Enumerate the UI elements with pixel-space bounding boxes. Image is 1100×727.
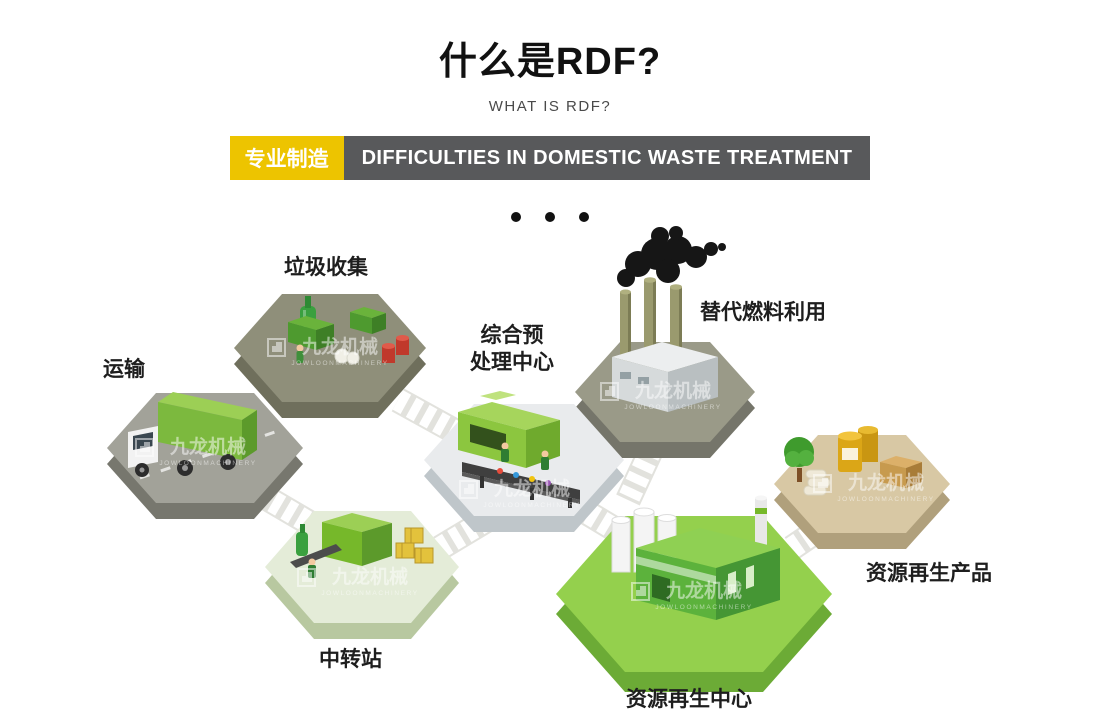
smoke-icon xyxy=(617,226,726,287)
platform-products xyxy=(774,426,950,549)
banner-badge: 专业制造 xyxy=(229,136,344,180)
platform-collection xyxy=(234,294,426,418)
red-barrel-icon xyxy=(382,335,409,363)
worker-figure-icon xyxy=(501,442,549,470)
platform-transport xyxy=(107,392,303,519)
separator-dots xyxy=(0,212,1100,222)
node-label-fuel: 替代燃料利用 xyxy=(700,301,826,324)
node-label-regeneration: 资源再生中心 xyxy=(626,688,752,711)
platform-fuel xyxy=(575,226,755,458)
node-label-transport: 运输 xyxy=(103,358,145,381)
crate-stack-icon xyxy=(395,527,434,564)
platform-regeneration xyxy=(556,495,832,692)
node-label-transfer: 中转站 xyxy=(319,648,382,671)
dot-icon xyxy=(545,212,555,222)
green-bottle-icon xyxy=(296,524,308,556)
node-label-collection: 垃圾收集 xyxy=(284,256,368,279)
node-label-preprocessing: 综合预 处理中心 xyxy=(470,324,554,375)
platform-preprocessing xyxy=(424,391,624,532)
transfer-machine-icon xyxy=(290,513,392,568)
section-banner: 专业制造 DIFFICULTIES IN DOMESTIC WASTE TREA… xyxy=(0,136,1100,180)
node-label-products: 资源再生产品 xyxy=(866,562,992,585)
page-subtitle: WHAT IS RDF? xyxy=(488,98,612,115)
dumpster-icon xyxy=(350,307,386,334)
tree-icon xyxy=(784,437,814,482)
dot-icon xyxy=(579,212,589,222)
platform-transfer xyxy=(265,511,459,639)
page-title: 什么是RDF? xyxy=(438,41,662,83)
fuel-barrel-icon xyxy=(838,426,878,472)
banner-text: DIFFICULTIES IN DOMESTIC WASTE TREATMENT xyxy=(343,136,871,180)
dot-icon xyxy=(511,212,521,222)
header: 什么是RDF? WHAT IS RDF? 专业制造 DIFFICULTIES I… xyxy=(0,0,1100,222)
